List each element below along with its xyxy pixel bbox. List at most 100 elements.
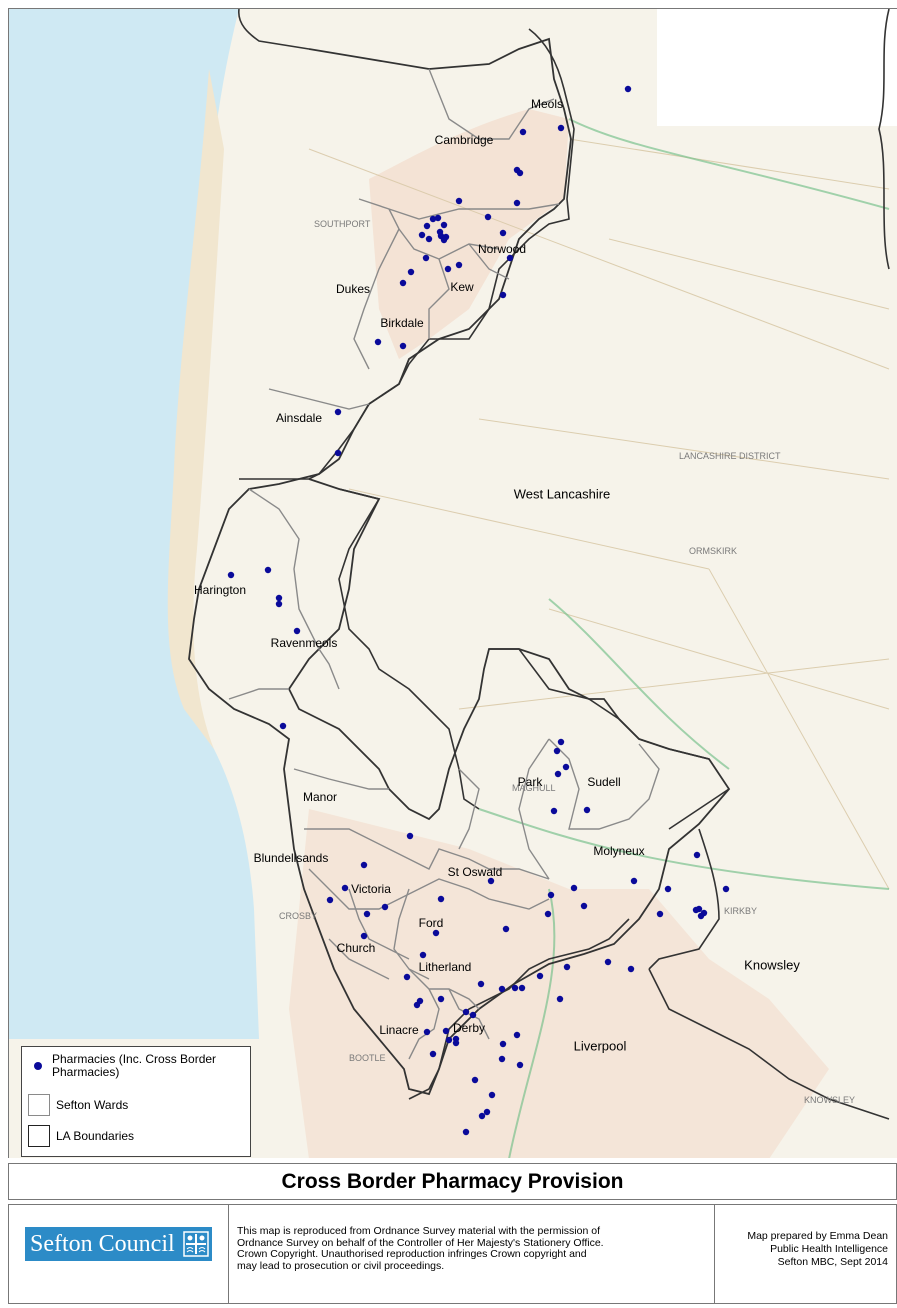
pharmacy-marker[interactable]	[374, 338, 382, 346]
pharmacy-marker[interactable]	[418, 231, 426, 239]
pharmacy-marker[interactable]	[334, 408, 342, 416]
pharmacy-marker[interactable]	[407, 268, 415, 276]
pharmacy-marker[interactable]	[664, 885, 672, 893]
pharmacy-marker[interactable]	[630, 877, 638, 885]
pharmacy-marker[interactable]	[413, 1001, 421, 1009]
pharmacy-marker[interactable]	[563, 963, 571, 971]
pharmacy-marker[interactable]	[275, 600, 283, 608]
pharmacy-marker[interactable]	[544, 910, 552, 918]
pharmacy-marker[interactable]	[399, 279, 407, 287]
pharmacy-marker[interactable]	[519, 128, 527, 136]
pharmacy-marker[interactable]	[557, 124, 565, 132]
pharmacy-marker[interactable]	[483, 1108, 491, 1116]
pharmacy-marker[interactable]	[455, 261, 463, 269]
pharmacy-marker[interactable]	[557, 738, 565, 746]
pharmacy-marker[interactable]	[326, 896, 334, 904]
pharmacy-marker[interactable]	[434, 214, 442, 222]
pharmacy-marker[interactable]	[570, 884, 578, 892]
pharmacy-marker[interactable]	[536, 972, 544, 980]
pharmacy-marker[interactable]	[513, 1031, 521, 1039]
pharmacy-marker[interactable]	[455, 197, 463, 205]
pharmacy-marker[interactable]	[511, 984, 519, 992]
pharmacy-marker[interactable]	[429, 1050, 437, 1058]
pharmacy-marker[interactable]	[227, 571, 235, 579]
pharmacy-marker[interactable]	[293, 627, 301, 635]
pharmacy-marker[interactable]	[360, 932, 368, 940]
major-roads	[478, 118, 890, 1158]
pharmacy-marker[interactable]	[550, 807, 558, 815]
pharmacy-marker[interactable]	[478, 1112, 486, 1120]
pharmacy-marker[interactable]	[553, 747, 561, 755]
pharmacy-marker[interactable]	[499, 1040, 507, 1048]
pharmacy-marker[interactable]	[562, 763, 570, 771]
pharmacy-marker[interactable]	[452, 1039, 460, 1047]
pharmacy-marker[interactable]	[442, 1027, 450, 1035]
pharmacy-marker[interactable]	[403, 973, 411, 981]
copyright-line: Ordnance Survey on behalf of the Control…	[237, 1236, 604, 1249]
pharmacy-marker[interactable]	[583, 806, 591, 814]
pharmacy-marker[interactable]	[423, 1028, 431, 1036]
credit-line: Map prepared by Emma Dean	[747, 1230, 888, 1242]
pharmacy-marker[interactable]	[419, 951, 427, 959]
basemap: SOUTHPORT ORMSKIRK MAGHULL KIRKBY CROSBY…	[9, 9, 897, 1158]
copyright-notice: This map is reproduced from Ordnance Sur…	[229, 1205, 715, 1303]
pharmacy-marker[interactable]	[360, 861, 368, 869]
pharmacy-marker[interactable]	[693, 851, 701, 859]
pharmacy-marker[interactable]	[462, 1128, 470, 1136]
pharmacy-marker[interactable]	[499, 291, 507, 299]
pharmacy-marker[interactable]	[440, 236, 448, 244]
pharmacy-marker[interactable]	[422, 254, 430, 262]
pharmacy-marker[interactable]	[656, 910, 664, 918]
pharmacy-marker[interactable]	[471, 1076, 479, 1084]
pharmacy-marker[interactable]	[264, 566, 272, 574]
pharmacy-marker[interactable]	[445, 1036, 453, 1044]
pharmacy-marker[interactable]	[477, 980, 485, 988]
pharmacy-marker[interactable]	[516, 1061, 524, 1069]
pharmacy-marker[interactable]	[498, 985, 506, 993]
pharmacy-marker[interactable]	[432, 929, 440, 937]
credit-line: Sefton MBC, Sept 2014	[777, 1256, 888, 1268]
pharmacy-marker[interactable]	[462, 1008, 470, 1016]
map-area[interactable]: SOUTHPORT ORMSKIRK MAGHULL KIRKBY CROSBY…	[8, 8, 897, 1158]
pharmacy-marker[interactable]	[518, 984, 526, 992]
pharmacy-marker[interactable]	[498, 1055, 506, 1063]
pharmacy-marker[interactable]	[697, 912, 705, 920]
pharmacy-marker[interactable]	[722, 885, 730, 893]
pharmacy-marker[interactable]	[547, 891, 555, 899]
pharmacy-marker[interactable]	[334, 449, 342, 457]
pharmacy-marker[interactable]	[363, 910, 371, 918]
logo-text: Sefton Council	[30, 1230, 175, 1257]
pharmacy-marker[interactable]	[487, 877, 495, 885]
ward-boundaries	[228, 68, 660, 1060]
pharmacy-marker[interactable]	[444, 265, 452, 273]
pharmacy-marker[interactable]	[604, 958, 612, 966]
pharmacy-marker[interactable]	[695, 905, 703, 913]
pharmacy-marker[interactable]	[423, 222, 431, 230]
pharmacy-marker[interactable]	[437, 895, 445, 903]
pharmacy-marker[interactable]	[627, 965, 635, 973]
pharmacy-marker[interactable]	[469, 1011, 477, 1019]
pharmacy-marker[interactable]	[381, 903, 389, 911]
pharmacy-marker[interactable]	[275, 594, 283, 602]
pharmacy-marker[interactable]	[279, 722, 287, 730]
pharmacy-marker[interactable]	[437, 995, 445, 1003]
pharmacy-marker[interactable]	[554, 770, 562, 778]
pharmacy-marker[interactable]	[580, 902, 588, 910]
pharmacy-marker[interactable]	[488, 1091, 496, 1099]
pharmacy-marker[interactable]	[502, 925, 510, 933]
pharmacy-marker[interactable]	[484, 213, 492, 221]
pharmacy-marker[interactable]	[429, 215, 437, 223]
pharmacy-marker[interactable]	[440, 221, 448, 229]
pharmacy-marker[interactable]	[516, 169, 524, 177]
pharmacy-marker[interactable]	[556, 995, 564, 1003]
place-crosby: CROSBY	[279, 911, 317, 921]
pharmacy-marker[interactable]	[513, 199, 521, 207]
pharmacy-marker[interactable]	[399, 342, 407, 350]
pharmacy-marker[interactable]	[506, 254, 514, 262]
pharmacy-marker[interactable]	[624, 85, 632, 93]
place-ormskirk: ORMSKIRK	[689, 546, 737, 556]
pharmacy-marker[interactable]	[341, 884, 349, 892]
pharmacy-marker[interactable]	[499, 229, 507, 237]
pharmacy-marker[interactable]	[406, 832, 414, 840]
pharmacy-marker[interactable]	[425, 235, 433, 243]
